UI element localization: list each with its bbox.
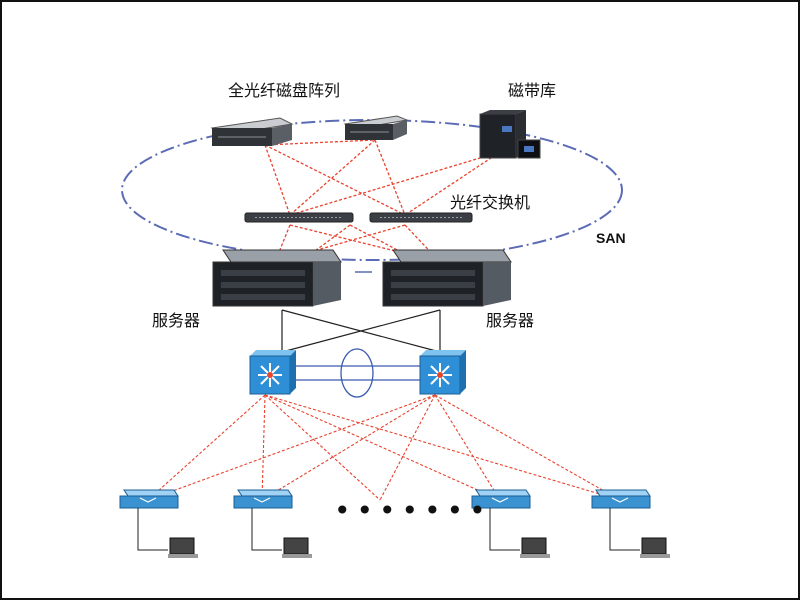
fc-switch-2 [369,212,473,223]
label-server-right: 服务器 [486,311,534,330]
label-server-left: 服务器 [152,311,200,330]
access-group-1 [119,489,198,558]
disk-array-unit-2 [343,115,409,140]
core-switch-right [419,350,466,395]
access-group-4 [591,489,670,558]
fiber-links-storage [264,139,501,216]
lan-links-servers [281,309,441,353]
server-left [212,249,342,307]
label-disk-array: 全光纤磁盘阵列 [228,81,340,100]
core-switch-left [249,350,296,395]
disk-array-unit-1 [210,117,294,146]
ellipsis-more-clients: ••••••• [334,494,492,527]
server-right [382,249,512,307]
label-san: SAN [596,230,626,246]
fc-switch-1 [244,212,354,223]
san-ring [121,119,623,261]
access-group-3 [471,489,550,558]
label-tape-library: 磁带库 [508,81,556,100]
tape-library [479,110,541,159]
label-fc-switch: 光纤交换机 [450,193,530,212]
access-group-2 [233,489,312,558]
core-switch-trunk [295,348,420,398]
access-links [147,394,621,501]
